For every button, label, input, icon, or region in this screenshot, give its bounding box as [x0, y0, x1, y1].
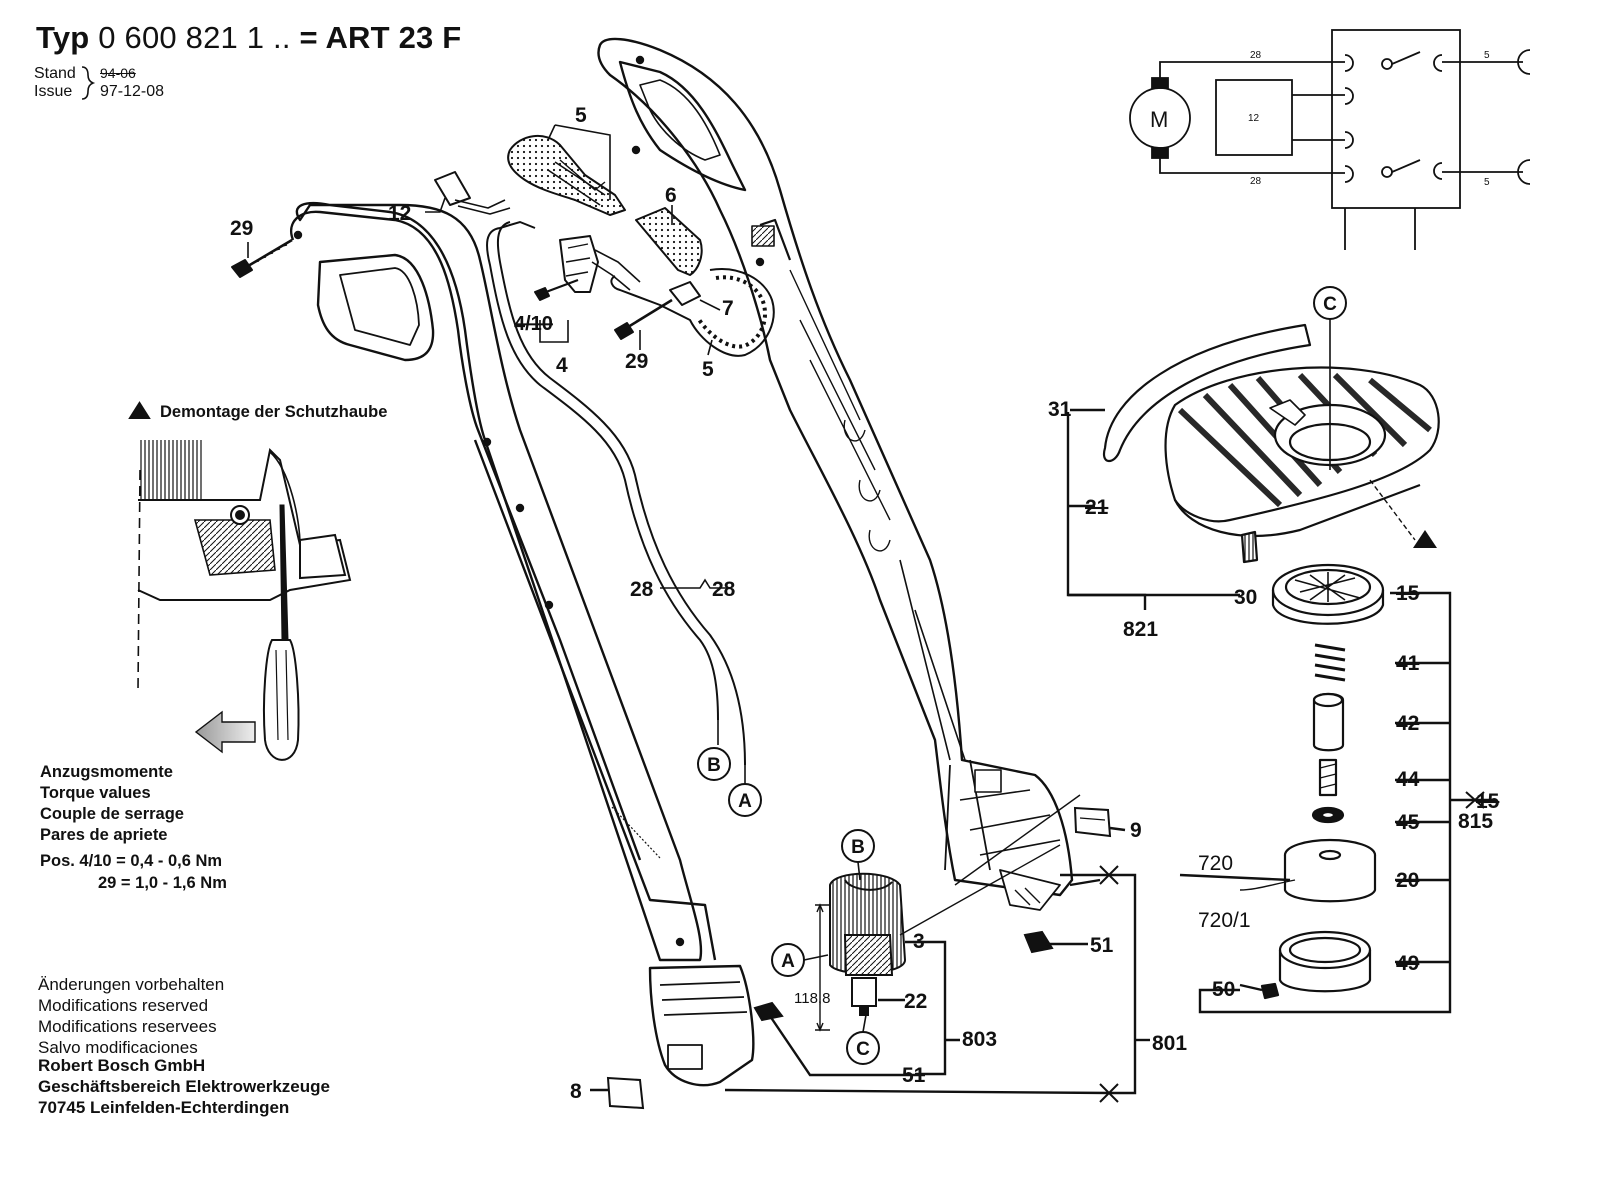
rear-housing [597, 37, 1074, 911]
bracket-lines [590, 408, 1495, 1095]
title-model: = ART 23 F [299, 20, 462, 55]
direction-arrow-icon [194, 710, 256, 754]
footer-address: 70745 Leinfelden-Echterdingen [38, 1098, 290, 1117]
guard-warning-triangle-icon [1413, 530, 1437, 548]
schematic-module-label: 12 [1248, 113, 1260, 124]
stand-label: Stand [34, 65, 76, 82]
schematic-wire-bottom: 28 [1250, 176, 1262, 187]
stand-date: 94-06 [100, 65, 136, 81]
footer-mod-de: Änderungen vorbehalten [38, 975, 225, 994]
disassembly-note: Demontage der Schutzhaube [160, 403, 388, 421]
torque-heading-en: Torque values [40, 784, 151, 802]
callout-51-upper: 51 [1090, 934, 1114, 957]
x-marks [1099, 791, 1485, 1103]
diagram-title: Typ 0 600 821 1 .. = ART 23 F [36, 20, 461, 56]
torque-line-2: 29 = 1,0 - 1,6 Nm [98, 874, 227, 892]
callout-7: 7 [722, 297, 734, 320]
guard-assembly [1102, 323, 1440, 1000]
callout-15-kit: 15 [1476, 790, 1500, 813]
callout-803: 803 [962, 1028, 997, 1051]
callout-29-switch: 29 [625, 350, 648, 373]
dimension-118-8: 118,8 [794, 990, 830, 1007]
callout-720: 720 [1198, 852, 1233, 875]
issue-label: Issue [34, 83, 73, 100]
schematic-motor-label: M [1150, 107, 1168, 132]
title-part-number: 0 600 821 1 .. [98, 20, 291, 55]
callout-6: 6 [665, 184, 677, 207]
callout-22: 22 [904, 990, 927, 1013]
ref-b-cable: B [707, 755, 721, 776]
callout-720-1: 720/1 [1198, 909, 1251, 932]
torque-heading-es: Pares de apriete [40, 826, 168, 844]
ref-c-guard: C [1323, 294, 1337, 315]
callout-4-10: 4/10 [514, 313, 553, 335]
callout-801: 801 [1152, 1032, 1187, 1055]
ref-a-cable: A [738, 791, 752, 812]
callout-28-right: 28 [712, 578, 736, 601]
callout-50: 50 [1212, 978, 1235, 1001]
module-box [1215, 79, 1293, 156]
footer-mod-fr: Modifications reservees [38, 1017, 217, 1036]
wiring-schematic [1129, 29, 1531, 250]
warning-triangle-icon [128, 401, 151, 419]
schematic-terminal-bottom: 5 [1484, 177, 1490, 188]
ref-b-motor: B [851, 837, 865, 858]
issue-date: 97-12-08 [100, 83, 165, 100]
callout-51-lower: 51 [902, 1064, 926, 1087]
callout-49: 49 [1396, 952, 1419, 975]
footer-company: Robert Bosch GmbH [38, 1056, 206, 1075]
callout-42: 42 [1396, 712, 1419, 735]
ref-a-motor: A [781, 951, 795, 972]
footer-mod-es: Salvo modificaciones [38, 1038, 198, 1057]
torque-line-1: Pos. 4/10 = 0,4 - 0,6 Nm [40, 852, 223, 870]
footer-mod-en: Modifications reserved [38, 996, 209, 1015]
small-parts [606, 806, 1112, 1110]
callout-20: 20 [1396, 869, 1419, 892]
schematic-terminal-top: 5 [1484, 50, 1490, 61]
callout-8: 8 [570, 1080, 582, 1103]
callout-9: 9 [1130, 819, 1142, 842]
header-brace [81, 66, 96, 100]
callout-41: 41 [1396, 652, 1420, 675]
switch-assembly [231, 134, 775, 357]
callout-31: 31 [1048, 398, 1072, 421]
motor-assembly [815, 872, 907, 1032]
callout-30: 30 [1234, 586, 1257, 609]
footer-division: Geschäftsbereich Elektrowerkzeuge [38, 1077, 330, 1096]
torque-heading-de: Anzugsmomente [40, 763, 173, 781]
callout-12: 12 [388, 202, 411, 225]
callout-821: 821 [1123, 618, 1158, 641]
callout-21: 21 [1085, 496, 1109, 519]
callout-15-cap: 15 [1396, 582, 1420, 605]
callout-29-front: 29 [230, 217, 253, 240]
callout-4: 4 [556, 354, 568, 377]
schematic-labels: 28 28 12 5 5 M [1150, 50, 1490, 188]
callout-3: 3 [913, 930, 925, 953]
ref-c-motor: C [856, 1039, 870, 1060]
torque-heading-fr: Couple de serrage [40, 805, 184, 823]
leader-lines [247, 124, 746, 785]
callout-44: 44 [1396, 768, 1420, 791]
title-prefix: Typ [36, 20, 90, 55]
disassembly-inset [128, 401, 352, 761]
cable-pair [486, 220, 746, 766]
callout-5-plug: 5 [575, 104, 587, 127]
part-callouts: 29 12 5 6 7 4/10 4 29 5 28 28 3 22 803 5… [230, 104, 1500, 1103]
front-handle [290, 201, 755, 1087]
reference-letters: B A B A C C [707, 294, 1337, 1060]
schematic-wire-top: 28 [1250, 50, 1262, 61]
callout-5-cable: 5 [702, 358, 714, 381]
callout-815: 815 [1458, 810, 1493, 833]
callout-45: 45 [1396, 811, 1420, 834]
callout-28-left: 28 [630, 578, 654, 601]
reference-circles [697, 286, 1347, 1065]
